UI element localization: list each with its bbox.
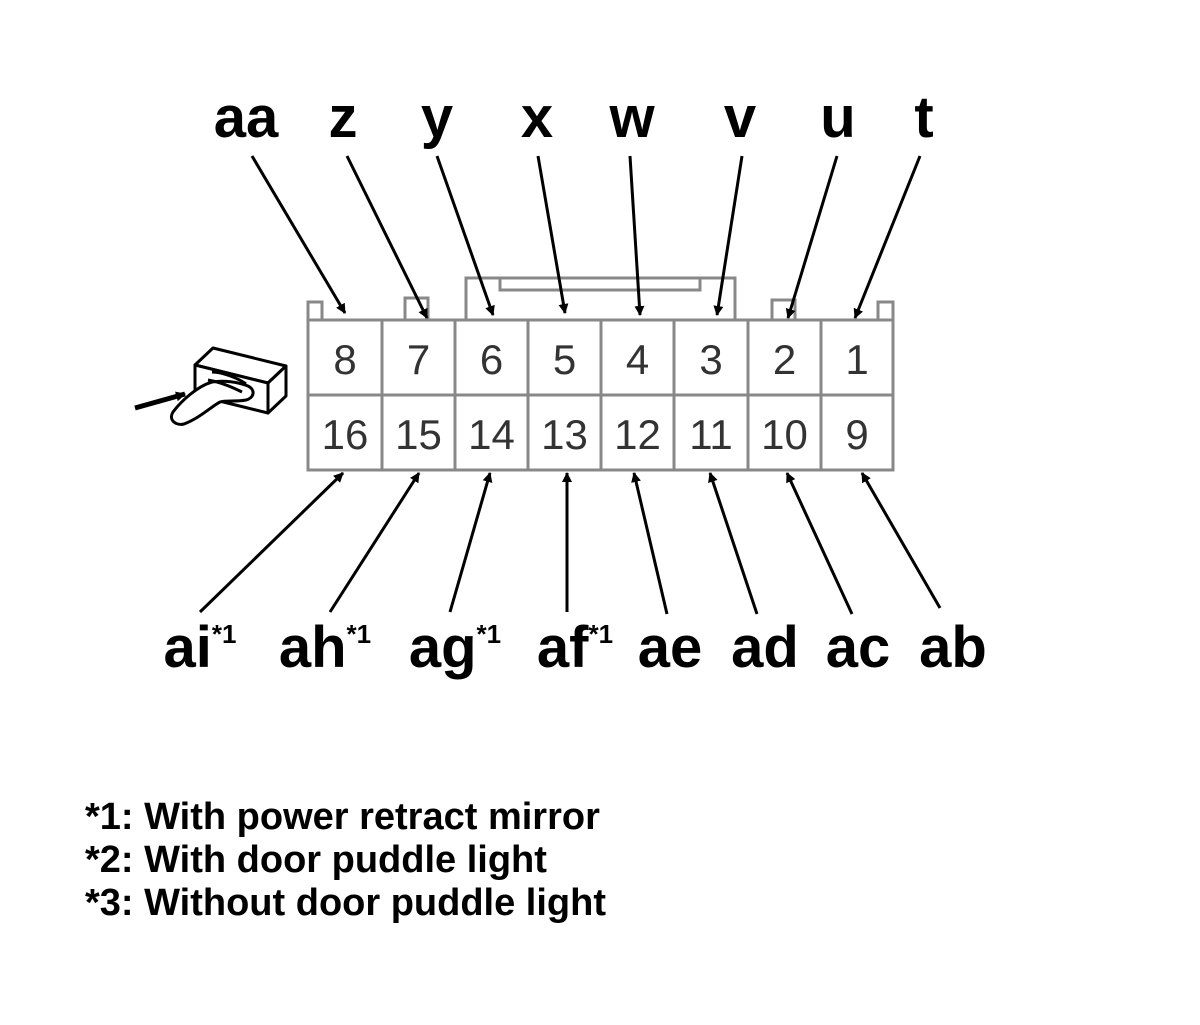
connector-housing bbox=[306, 276, 895, 320]
wire-label: z bbox=[329, 85, 358, 150]
leader-arrow bbox=[708, 472, 759, 615]
wire-label: af*1 bbox=[537, 615, 613, 680]
top-leader-arrows bbox=[250, 155, 922, 319]
bottom-leader-arrows bbox=[198, 471, 942, 615]
leader-arrow bbox=[250, 155, 347, 314]
leader-arrow bbox=[628, 155, 645, 316]
pin-number: 16 bbox=[322, 411, 369, 458]
pin-number: 6 bbox=[480, 336, 503, 383]
wire-label: aa bbox=[214, 85, 279, 150]
wire-label: ac bbox=[826, 615, 891, 680]
leader-arrow bbox=[713, 155, 744, 316]
pin-number: 14 bbox=[468, 411, 515, 458]
leader-arrow bbox=[448, 472, 493, 613]
footnote: *3: Without door puddle light bbox=[85, 882, 606, 924]
wire-label: ai*1 bbox=[164, 615, 237, 680]
wire-label: x bbox=[521, 85, 553, 150]
wire-label: w bbox=[608, 85, 655, 150]
leader-arrow bbox=[631, 472, 669, 615]
footnote: *1: With power retract mirror bbox=[85, 796, 600, 838]
leader-arrow bbox=[198, 471, 345, 614]
wire-label: y bbox=[421, 85, 453, 150]
leader-arrow bbox=[860, 472, 942, 609]
pin-number: 13 bbox=[541, 411, 588, 458]
pin-number: 11 bbox=[689, 411, 733, 458]
leader-arrow bbox=[435, 155, 495, 316]
wire-label: v bbox=[724, 85, 756, 150]
wire-label: ab bbox=[919, 615, 987, 680]
wire-label: u bbox=[820, 85, 855, 150]
hand-push-connector-icon bbox=[134, 346, 288, 426]
leader-arrow bbox=[785, 155, 839, 319]
leader-arrow bbox=[853, 155, 922, 319]
pin-number: 4 bbox=[626, 336, 649, 383]
wire-label: t bbox=[914, 85, 933, 150]
pin-number: 2 bbox=[773, 336, 796, 383]
leader-arrow bbox=[345, 155, 429, 319]
footnotes: *1: With power retract mirror *2: With d… bbox=[85, 796, 606, 925]
pin-number: 7 bbox=[407, 336, 430, 383]
leader-arrow bbox=[536, 155, 569, 314]
wire-label: ah*1 bbox=[279, 615, 371, 680]
pin-number: 1 bbox=[845, 336, 868, 383]
pin-number: 12 bbox=[614, 411, 661, 458]
pin-number: 10 bbox=[761, 411, 808, 458]
leader-arrow bbox=[328, 472, 421, 613]
leader-arrow bbox=[785, 472, 854, 615]
footnote: *2: With door puddle light bbox=[85, 839, 547, 881]
pin-number: 9 bbox=[845, 411, 868, 458]
pin-number: 5 bbox=[553, 336, 576, 383]
pin-number: 3 bbox=[699, 336, 722, 383]
pin-number: 8 bbox=[333, 336, 356, 383]
pin-number: 15 bbox=[395, 411, 442, 458]
wire-label: ad bbox=[731, 615, 799, 680]
wire-label: ae bbox=[638, 615, 703, 680]
connector-pin-grid: 8 7 6 5 4 3 2 1 16 15 14 13 12 11 10 9 bbox=[306, 318, 895, 472]
wire-label: ag*1 bbox=[409, 615, 501, 680]
